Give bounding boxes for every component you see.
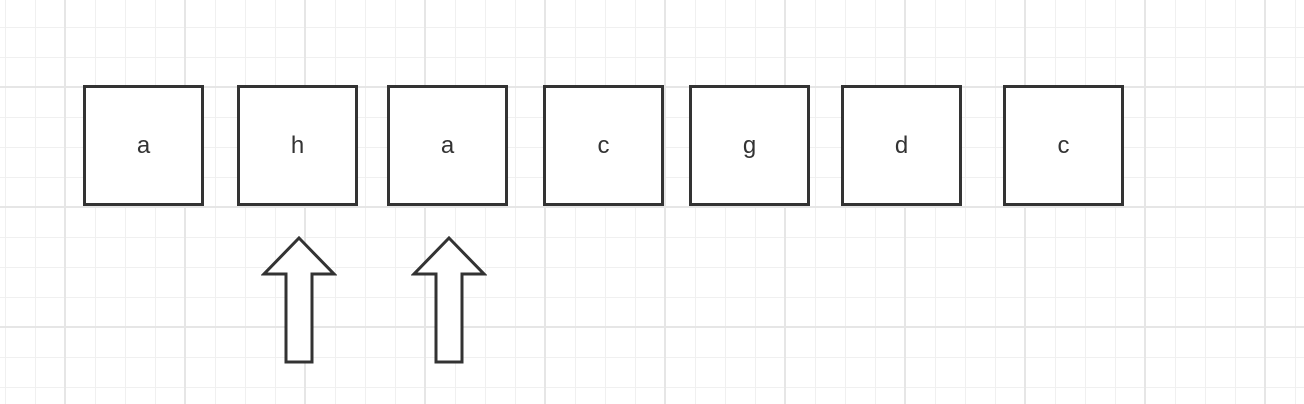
cell-label: c (1057, 131, 1070, 159)
array-cell-2: a (387, 85, 508, 206)
array-cell-1: h (237, 85, 358, 206)
cell-label: a (440, 131, 455, 159)
array-cell-5: d (841, 85, 962, 206)
array-cell-6: c (1003, 85, 1124, 206)
array-cell-3: c (543, 85, 664, 206)
cell-label: c (597, 131, 610, 159)
array-cell-4: g (689, 85, 810, 206)
cell-label: d (894, 131, 909, 159)
array-cell-0: a (83, 85, 204, 206)
cell-label: a (136, 131, 151, 159)
up-arrow-icon (411, 236, 487, 364)
up-arrow-icon (261, 236, 337, 364)
cell-label: h (290, 131, 305, 159)
cell-label: g (742, 131, 757, 159)
